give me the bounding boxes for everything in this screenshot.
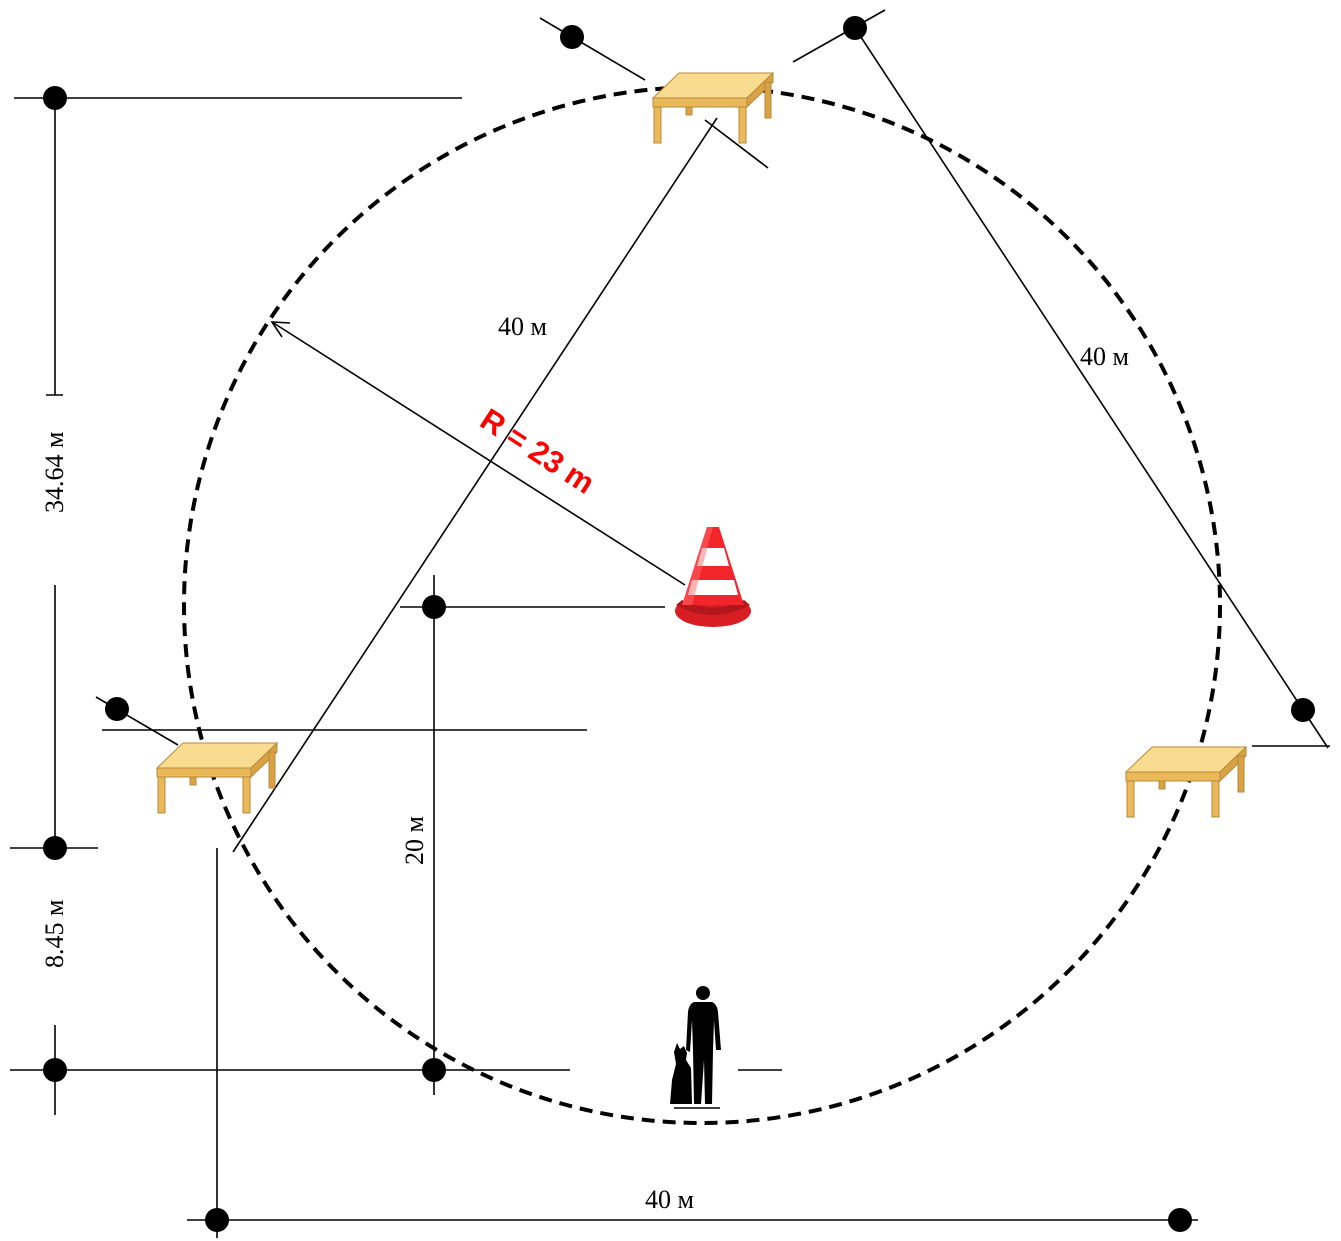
bottom-width-label: 40 м (645, 1185, 694, 1214)
left-table-dot (105, 697, 129, 721)
chord-right-label: 40 м (1080, 342, 1129, 371)
radius-line (271, 321, 686, 586)
left-mid-dot (43, 836, 67, 860)
top-table-dot-left (560, 25, 584, 49)
traffic-cone-icon (675, 527, 751, 627)
dim-label-20: 20 м (400, 816, 429, 865)
chord-left-label: 40 м (498, 312, 547, 341)
chord-left-line (232, 117, 718, 853)
top-table-aim-line-left (539, 17, 646, 81)
chord-right-line (854, 27, 1329, 749)
top-table-aim-line-right (792, 9, 886, 63)
radius-arrowhead (270, 321, 291, 338)
dim-label-8-45: 8.45 м (40, 900, 69, 968)
table-right-icon (1125, 746, 1247, 818)
right-dot (1291, 698, 1315, 722)
table-left-icon (156, 742, 278, 814)
bottom-left-dot (43, 1058, 67, 1082)
bottom-width-right-dot (1168, 1208, 1192, 1232)
center-dot (422, 595, 446, 619)
dim-label-34-64: 34.64 м (40, 432, 69, 513)
handler-with-dog-icon (670, 986, 782, 1109)
top-table-aim-line-under (704, 119, 769, 169)
radius-label: R = 23 m (474, 402, 601, 501)
bottom-width-left-dot (205, 1208, 229, 1232)
table-top-icon (652, 72, 774, 144)
